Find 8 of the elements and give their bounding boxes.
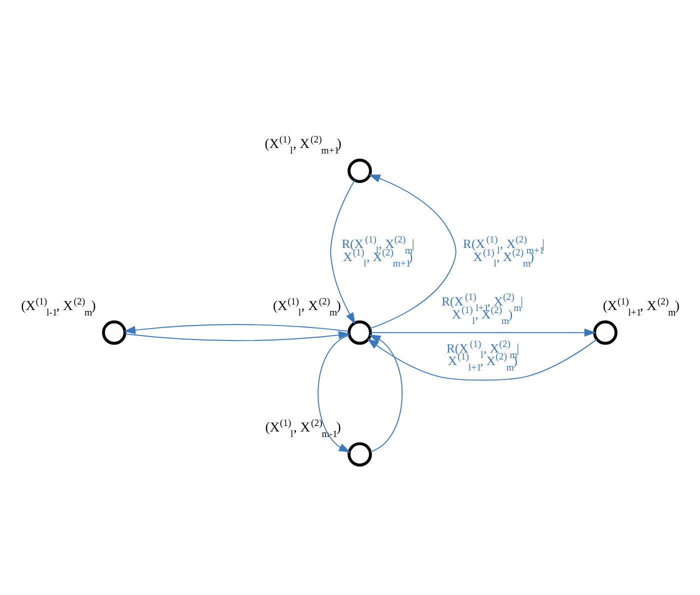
node-label: (X$^{(1)}$$_{l}$, X$^{(2)}$$_{m}$) bbox=[273, 296, 341, 318]
edge-label: R(X$^{(1)}$$_{l}$, X$^{(2)}$$_{m}$| X$^{(1)}$$_{l}$, X$^{(2)}$$_{m+1}$) bbox=[342, 234, 414, 270]
node-label: (X$^{(1)}$$_{l-1}$, X$^{(2)}$$_{m}$) bbox=[21, 296, 96, 318]
edge-label: R(X$^{(1)}$$_{l}$, X$^{(2)}$$_{m+1}$| X$^{(1)}$$_{l}$, X$^{(2)}$$_{m}$) bbox=[463, 234, 545, 270]
node-label: (X$^{(1)}$$_{l+1}$, X$^{(2)}$$_{m}$) bbox=[602, 296, 680, 318]
node-label: (X$^{(1)}$$_{l}$, X$^{(2)}$$_{m+1}$) bbox=[264, 134, 342, 157]
edge-label: R(X$^{(1)}$$_{l+1}$, X$^{(2)}$$_{m}$| X$^{(1)}$$_{l}$, X$^{(2)}$$_{m}$) bbox=[442, 292, 524, 327]
edge-label: R(X$^{(1)}$$_{l}$, X$^{(2)}$$_{m}$| X$^{(1)}$$_{l+1}$, X$^{(2)}$$_{m}$) bbox=[446, 338, 520, 374]
